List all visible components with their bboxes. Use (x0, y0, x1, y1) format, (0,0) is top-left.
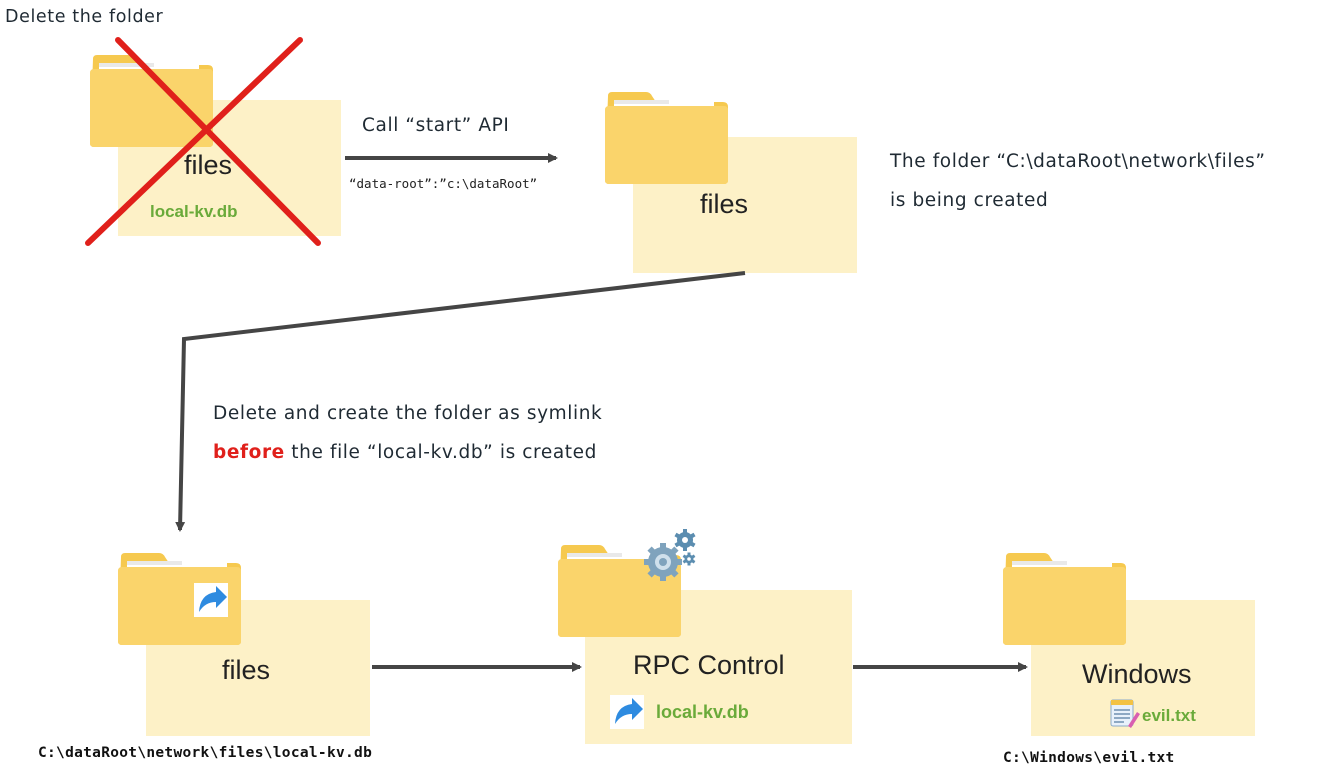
step2-note-line2: is being created (890, 190, 1049, 211)
call-start-label: Call “start” API (362, 115, 510, 136)
windows-folder-label: Windows (1082, 659, 1192, 689)
folder-icon (1003, 553, 1126, 645)
step2-folder-label: files (700, 189, 749, 219)
rpc-folder-label: RPC Control (633, 650, 785, 680)
cross-icon (85, 37, 321, 246)
rpc-file-label: local-kv.db (656, 702, 749, 722)
arrow-to-symlink (175, 271, 746, 532)
shortcut-arrow-icon (194, 583, 228, 617)
step1-file-label: local-kv.db (150, 202, 238, 221)
windows-path: C:\Windows\evil.txt (1003, 750, 1175, 766)
windows-file-label: evil.txt (1142, 706, 1196, 725)
step2-folder (605, 92, 857, 273)
text-file-icon (1110, 699, 1140, 728)
step3-note-line1: Delete and create the folder as symlink (213, 403, 603, 424)
shortcut-arrow-icon (610, 695, 644, 729)
folder-icon (90, 55, 213, 147)
symlink-folder (118, 553, 370, 736)
step2-note-line1: The folder “C:\dataRoot\network\files” (890, 151, 1266, 172)
step3-note-line2: before the file “local-kv.db” is created (213, 442, 597, 463)
step1-folder-label: files (184, 150, 233, 180)
symlink-path: C:\dataRoot\network\files\local-kv.db (38, 745, 373, 761)
symlink-folder-label: files (222, 655, 271, 685)
windows-folder (1003, 553, 1255, 736)
step1-title: Delete the folder (5, 7, 164, 27)
folder-icon (605, 92, 728, 184)
step1-folder (90, 55, 341, 236)
gears-icon (644, 529, 696, 581)
step3-emphasis: before (213, 442, 285, 463)
step3-rest: the file “local-kv.db” is created (284, 442, 597, 463)
data-root-param: “data-root”:”c:\dataRoot” (349, 176, 538, 191)
